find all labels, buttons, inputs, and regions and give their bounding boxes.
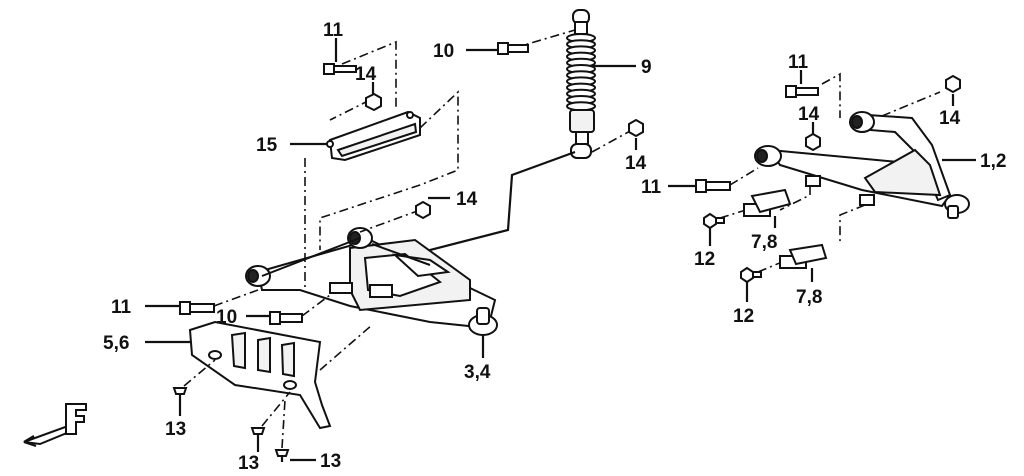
bracket [326, 110, 421, 162]
callout-7-8-a: 7,8 [751, 232, 777, 253]
screw-12-b [740, 266, 762, 284]
shock-absorber [566, 9, 596, 159]
nut-14-shock [628, 118, 644, 138]
callout-5-6: 5,6 [103, 333, 129, 354]
screw-13-b [250, 427, 266, 440]
callout-11-b: 11 [111, 297, 132, 318]
bolt-11-lower-left [179, 301, 215, 315]
callout-14-e: 14 [939, 108, 961, 129]
nut-14-mid [415, 200, 431, 220]
callout-13-b: 13 [238, 453, 259, 474]
skid-plate [188, 320, 332, 430]
callout-11-d: 11 [641, 177, 662, 198]
leader-lines [145, 38, 976, 462]
callout-13-c: 13 [320, 451, 341, 472]
nut-14-right-b [945, 74, 961, 94]
callout-13-a: 13 [165, 419, 186, 440]
callout-14-d: 14 [798, 104, 820, 125]
screw-13-c [274, 449, 290, 462]
bolt-10-top [497, 42, 529, 55]
callout-1-2: 1,2 [980, 151, 1006, 172]
bolt-10-lower [269, 311, 303, 325]
callout-11-a: 11 [323, 20, 344, 41]
callout-7-8-b: 7,8 [796, 287, 822, 308]
clamp-78-b [779, 243, 828, 269]
callout-12-a: 12 [694, 249, 715, 270]
callout-10-b: 10 [216, 307, 237, 328]
clamp-78-a [743, 188, 792, 217]
nut-14-right-a [805, 132, 821, 152]
callout-14-a: 14 [355, 64, 377, 85]
bolt-11-upper-right [785, 85, 819, 98]
lower-a-arm [245, 227, 498, 336]
bolt-11-upper-left [323, 63, 357, 75]
callout-labels: 11 14 15 10 9 14 14 11 10 5,6 3,4 13 13 … [103, 20, 1006, 474]
front-direction-arrow [23, 403, 87, 448]
callout-11-c: 11 [788, 52, 809, 73]
callout-12-b: 12 [733, 306, 754, 327]
upper-a-arm [754, 111, 970, 219]
callout-14-b: 14 [625, 153, 647, 174]
screw-13-a [172, 387, 188, 402]
callout-14-c: 14 [456, 189, 478, 210]
callout-15: 15 [256, 135, 278, 156]
shock-spring [566, 33, 596, 112]
callout-10-a: 10 [433, 41, 454, 62]
bolt-11-mid-right [695, 179, 731, 193]
screw-12-a [703, 212, 725, 230]
callout-3-4: 3,4 [464, 362, 491, 383]
callout-9: 9 [641, 57, 652, 78]
nut-14-upper-left [365, 92, 382, 112]
